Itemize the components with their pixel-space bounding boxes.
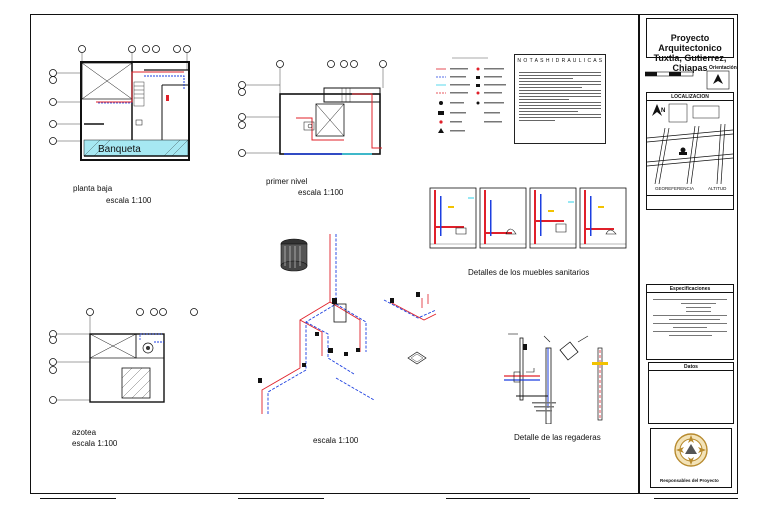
datos-panel: Datos — [648, 362, 734, 424]
primer-nivel-title: primer nivel — [266, 177, 308, 186]
localizacion-panel: LOCALIZACION — [646, 92, 734, 196]
signature-line-1 — [40, 498, 116, 499]
primer-nivel-scale: escala 1:100 — [298, 188, 344, 197]
drawing-sheet-border — [30, 14, 738, 494]
azotea-plan — [49, 308, 198, 404]
georeferencia-label: GEOREFERENCIA — [655, 186, 695, 191]
georef-row — [646, 196, 734, 210]
scale-bar-and-north — [645, 70, 730, 90]
svg-text:N: N — [661, 108, 665, 114]
datos-label: Datos — [649, 364, 733, 371]
notas-hidraulicas-box: N O T A S H I D R A U L I C A S — [514, 54, 606, 144]
location-map: N — [647, 103, 733, 184]
title-block-divider — [638, 14, 640, 494]
project-title-box: Proyecto Arquitectonico Tuxtla, Gutierre… — [646, 18, 734, 73]
planta-baja-scale: escala 1:100 — [106, 196, 152, 205]
signature-line-4 — [654, 498, 738, 499]
project-title-line1: Proyecto Arquitectonico — [658, 33, 722, 53]
signature-line-2 — [238, 498, 324, 499]
regaderas-detail — [504, 333, 608, 424]
project-seal-logo — [674, 433, 708, 467]
muebles-sanitarios-details — [429, 187, 627, 249]
localizacion-label: LOCALIZACION — [647, 94, 733, 101]
planta-baja-title: planta baja — [73, 184, 113, 193]
especificaciones-panel: Especificaciones — [646, 284, 734, 360]
altitud-label: ALTITUD — [708, 186, 727, 191]
notas-title: N O T A S H I D R A U L I C A S — [517, 58, 603, 64]
azotea-scale: escala 1:100 — [72, 439, 118, 448]
isometrico-scale: escala 1:100 — [313, 436, 359, 445]
especificaciones-label: Especificaciones — [647, 286, 733, 293]
project-title-line2: Tuxtla, Gutierrez, Chiapas — [653, 53, 727, 73]
azotea-title: azotea — [72, 428, 97, 437]
muebles-title: Detalles de los muebles sanitarios — [468, 268, 590, 277]
regaderas-title: Detalle de las regaderas — [514, 433, 601, 442]
primer-nivel-plan — [238, 60, 387, 157]
orientacion-label: Orientación — [709, 65, 737, 71]
banqueta-label: Banqueta — [98, 144, 141, 155]
signature-line-3 — [446, 498, 530, 499]
responsables-label: Responsables del Proyecto — [660, 478, 719, 483]
simbologia-legend — [432, 55, 510, 133]
planta-baja-plan — [49, 45, 191, 161]
isometric-piping-diagram — [258, 234, 437, 414]
